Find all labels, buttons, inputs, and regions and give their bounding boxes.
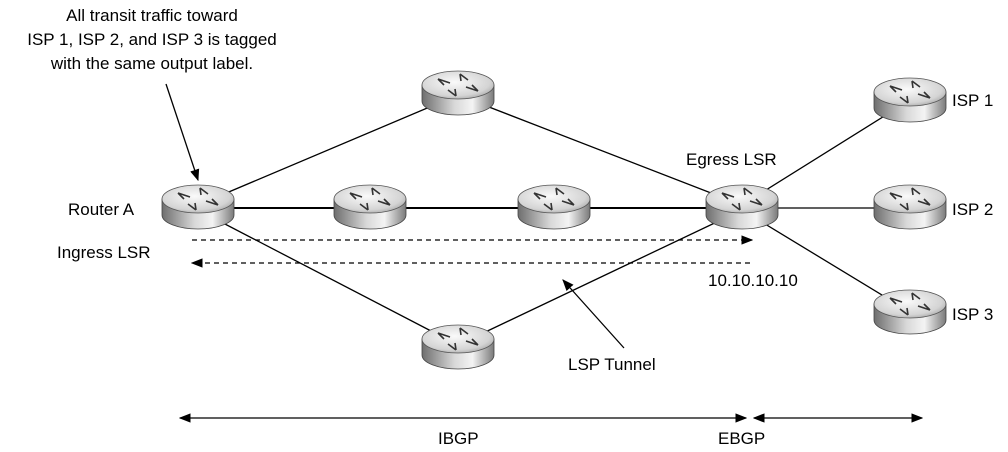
lsp-tunnel	[190, 235, 754, 268]
link-routera-bottom	[197, 209, 459, 346]
bgp-spans: IBGP EBGP	[178, 413, 924, 448]
isp1-label: ISP 1	[952, 91, 993, 110]
link-egress-isp1	[741, 99, 911, 206]
annotation-line-1: All transit traffic toward	[66, 6, 238, 25]
isp1-router-icon	[873, 77, 947, 123]
annotation-pointer-arrow	[165, 83, 200, 182]
router-a-label: Router A	[68, 200, 135, 219]
lsp-tunnel-label: LSP Tunnel	[568, 355, 656, 374]
ingress-lsr-label: Ingress LSR	[57, 243, 151, 262]
router-mid-1-icon	[333, 184, 407, 230]
egress-router-icon	[705, 184, 779, 230]
egress-lsr-label: Egress LSR	[686, 150, 777, 169]
isp2-router-icon	[873, 184, 947, 230]
link-routera-top	[197, 94, 459, 206]
annotation-line-2: ISP 1, ISP 2, and ISP 3 is tagged	[27, 30, 277, 49]
ibgp-label: IBGP	[438, 429, 479, 448]
router-mid-2-icon	[517, 184, 591, 230]
routers	[161, 70, 947, 370]
address-label: 10.10.10.10	[708, 271, 798, 290]
lsp-tunnel-pointer-arrow	[562, 279, 625, 349]
annotation-line-3: with the same output label.	[50, 54, 253, 73]
router-bottom-icon	[421, 324, 495, 370]
link-top-egress	[457, 94, 743, 206]
isp3-label: ISP 3	[952, 305, 993, 324]
isp2-label: ISP 2	[952, 200, 993, 219]
ebgp-label: EBGP	[718, 429, 765, 448]
isp3-router-icon	[873, 289, 947, 335]
router-top-icon	[421, 70, 495, 116]
link-bottom-egress	[457, 209, 743, 346]
router-a-icon	[161, 184, 235, 230]
lsp-tunnel-callout: LSP Tunnel	[562, 279, 656, 374]
annotation-callout: All transit traffic toward ISP 1, ISP 2,…	[27, 6, 277, 182]
